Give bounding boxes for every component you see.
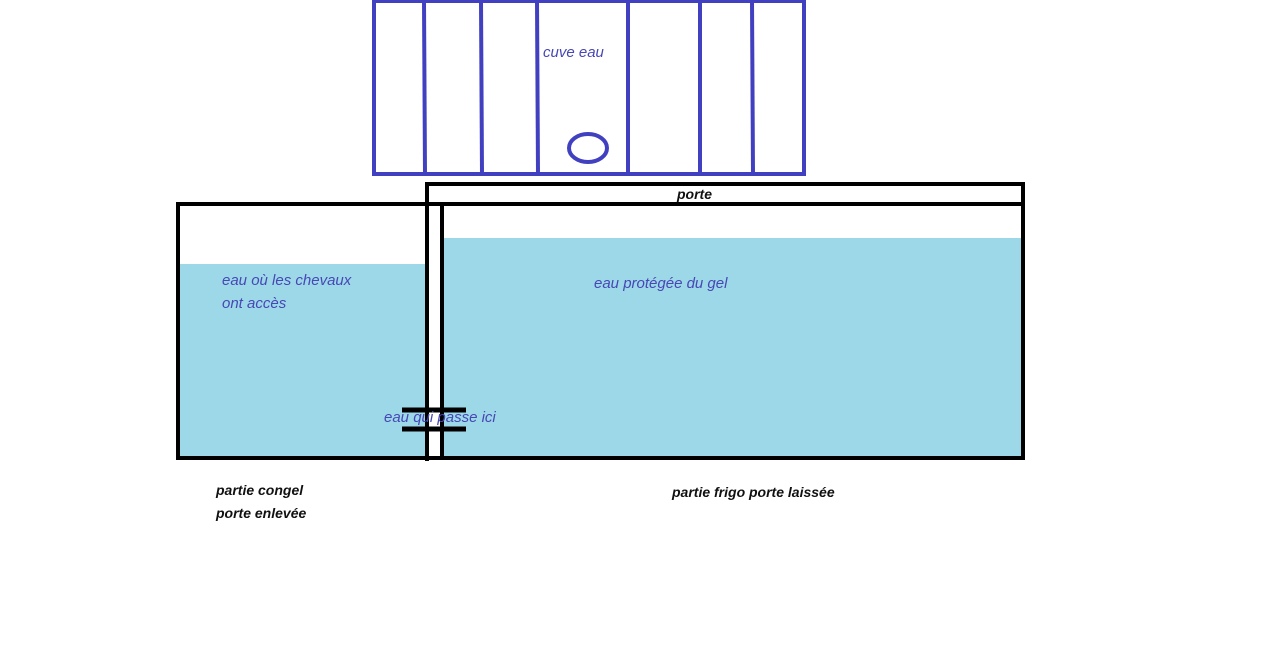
horse-water-label-1: eau où les chevaux [222, 272, 352, 289]
protected-water [444, 238, 1021, 456]
fridge-body [176, 202, 1025, 460]
water-tank [372, 0, 806, 176]
tank-rib [750, 0, 755, 175]
tank-label: cuve eau [543, 44, 604, 61]
horse-water-label-2: ont accès [222, 295, 287, 312]
tank-rib [535, 0, 540, 175]
door [425, 182, 1025, 461]
protected-water-label: eau protégée du gel [594, 275, 728, 292]
tank-outline [372, 0, 806, 176]
fridge-label: partie frigo porte laissée [672, 484, 835, 500]
tank-outlet [567, 132, 609, 164]
fridge-outline [176, 182, 1025, 461]
freezer-label-1: partie congel [216, 482, 304, 498]
freezer-label-2: porte enlevée [216, 505, 307, 521]
horse-water [180, 264, 426, 456]
passage-label: eau qui passe ici [384, 409, 496, 426]
tank-rib [422, 0, 427, 175]
tank-rib [479, 0, 484, 175]
door-label: porte [677, 186, 712, 202]
